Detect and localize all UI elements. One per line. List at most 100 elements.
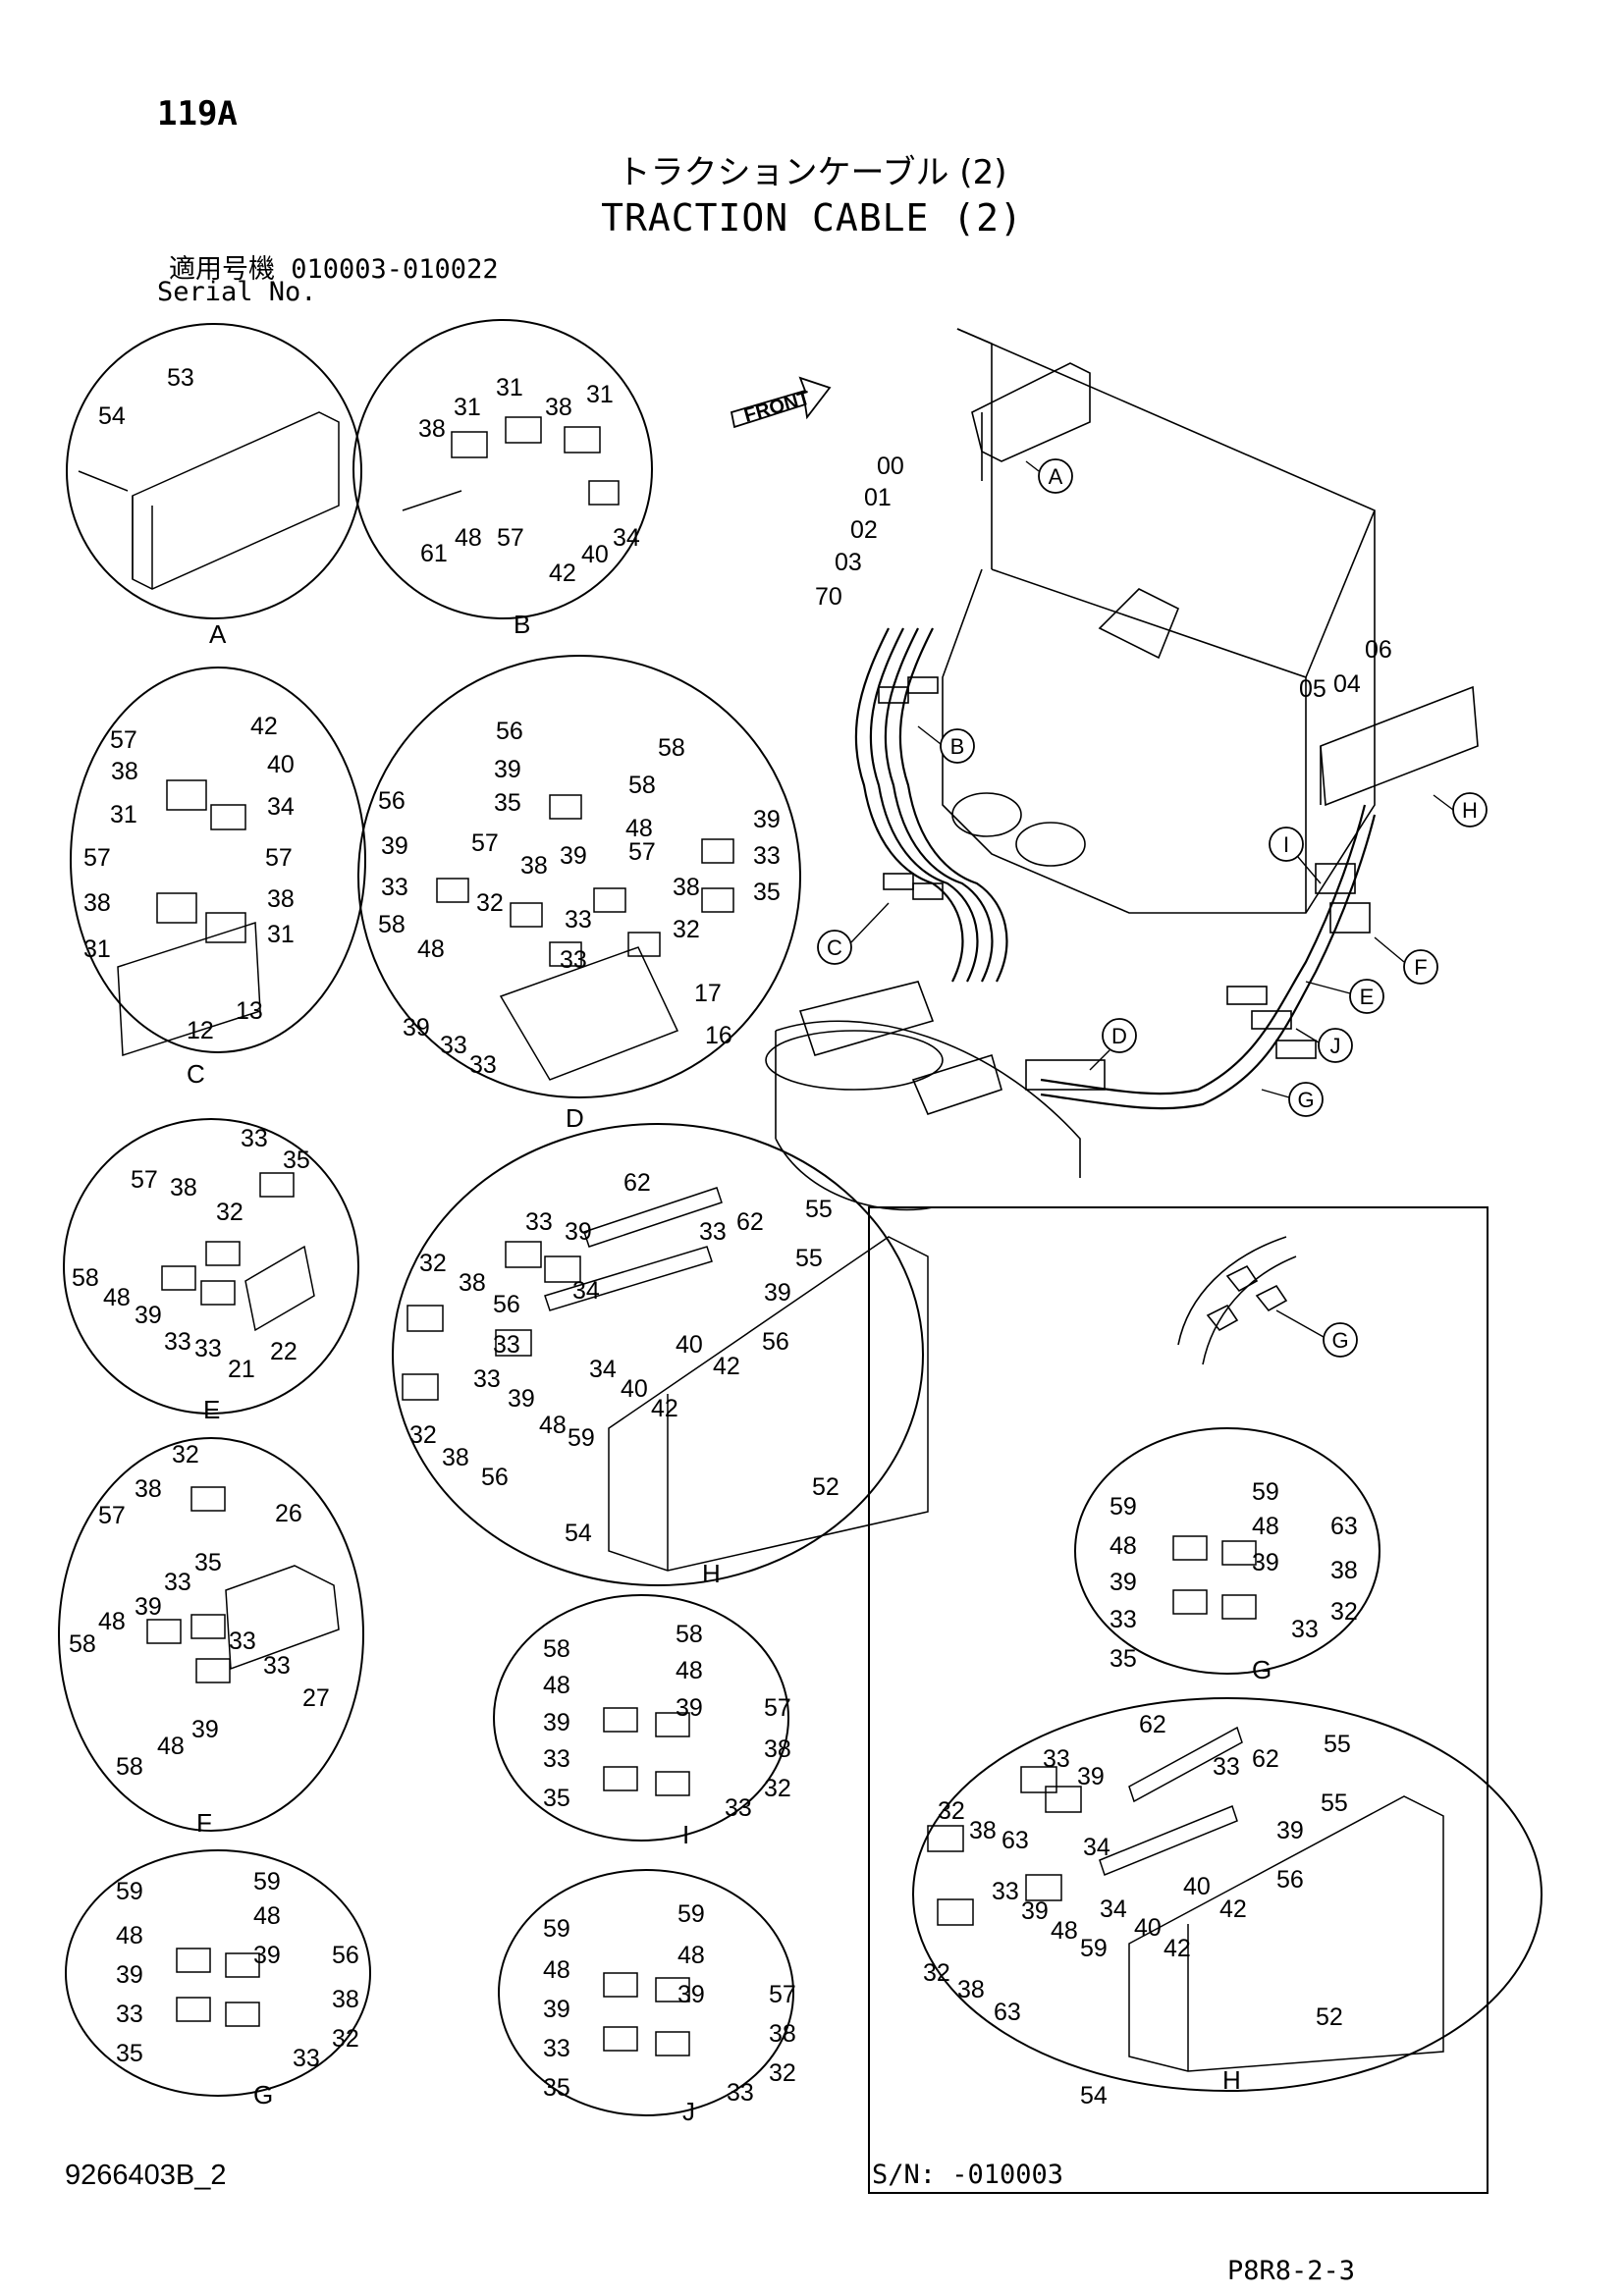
front-arrow [730,376,832,429]
svg-text:48: 48 [539,1412,567,1439]
detail-label-i: I [682,1820,689,1849]
svg-text:38: 38 [135,1475,162,1503]
title-japanese: トラクションケーブル (2) [617,153,1007,192]
svg-text:D: D [1111,1024,1127,1048]
svg-text:52: 52 [1316,2003,1343,2031]
detail-ellipse-f [58,1437,364,1832]
svg-text:52: 52 [812,1473,839,1501]
svg-text:57: 57 [98,1502,126,1529]
svg-text:40: 40 [581,541,609,568]
svg-text:32: 32 [923,1959,950,1987]
svg-text:G: G [1297,1088,1314,1112]
svg-text:31: 31 [496,374,523,401]
svg-text:33: 33 [116,2001,143,2028]
svg-text:33: 33 [725,1794,752,1822]
svg-text:A: A [1049,464,1063,489]
main-callout-letters: A B C D E F G H I J G [827,464,1478,1353]
svg-text:33: 33 [194,1335,222,1362]
svg-text:40: 40 [1134,1914,1162,1942]
svg-text:63: 63 [1330,1513,1358,1540]
svg-text:48: 48 [1110,1532,1137,1560]
svg-text:48: 48 [676,1657,703,1684]
svg-text:42: 42 [549,560,576,587]
detail-label-g-inset: G [1252,1655,1272,1684]
svg-text:38: 38 [83,889,111,917]
svg-text:63: 63 [994,1999,1021,2026]
svg-text:38: 38 [459,1269,486,1297]
svg-text:40: 40 [676,1331,703,1359]
detail-ellipse-j [498,1869,794,2116]
svg-text:31: 31 [83,935,111,963]
svg-text:53: 53 [167,364,194,392]
main-callout-leaders [850,460,1454,1338]
svg-text:39: 39 [1110,1569,1137,1596]
svg-text:31: 31 [586,381,614,408]
svg-text:58: 58 [543,1635,570,1663]
svg-text:33: 33 [753,842,781,870]
svg-text:34: 34 [1083,1834,1110,1861]
svg-text:33: 33 [1110,1606,1137,1633]
svg-text:59: 59 [1080,1935,1108,1962]
svg-text:34: 34 [267,793,295,821]
svg-text:54: 54 [565,1520,592,1547]
svg-text:32: 32 [216,1199,244,1226]
svg-text:34: 34 [1100,1896,1127,1923]
detail-ellipse-h-inset [912,1697,1543,2092]
svg-text:33: 33 [560,946,587,974]
svg-text:42: 42 [651,1395,678,1422]
svg-text:40: 40 [1183,1873,1211,1900]
motor-cylinder [775,1020,1081,1211]
svg-text:32: 32 [332,2025,359,2053]
callout-c [817,930,852,965]
svg-text:06: 06 [1365,636,1392,664]
svg-text:32: 32 [938,1797,965,1825]
svg-text:39: 39 [403,1014,430,1041]
svg-text:59: 59 [253,1868,281,1896]
svg-text:35: 35 [494,789,521,817]
svg-text:33: 33 [381,874,408,901]
svg-text:48: 48 [543,1672,570,1699]
svg-text:39: 39 [676,1694,703,1722]
svg-text:63: 63 [1001,1827,1029,1854]
callout-j [1318,1028,1353,1063]
svg-text:33: 33 [473,1365,501,1393]
svg-text:57: 57 [83,844,111,872]
svg-text:48: 48 [103,1284,131,1311]
svg-text:39: 39 [565,1218,592,1246]
svg-text:H: H [1462,798,1478,823]
svg-text:58: 58 [116,1753,143,1781]
svg-text:04: 04 [1333,670,1361,698]
svg-text:59: 59 [116,1878,143,1905]
svg-text:G: G [1331,1328,1348,1353]
svg-text:39: 39 [560,842,587,870]
detail-ellipse-c [70,667,366,1053]
svg-text:31: 31 [267,921,295,948]
svg-text:35: 35 [116,2040,143,2067]
svg-text:38: 38 [769,2020,796,2048]
svg-text:55: 55 [1324,1731,1351,1758]
svg-text:39: 39 [253,1942,281,1969]
svg-text:33: 33 [293,2045,320,2072]
svg-text:33: 33 [543,1745,570,1773]
svg-text:38: 38 [267,885,295,913]
svg-text:32: 32 [1330,1598,1358,1626]
serial-label-english: Serial No. [157,277,317,307]
svg-text:27: 27 [302,1684,330,1712]
svg-text:58: 58 [378,911,406,938]
detail-circle-b [352,319,653,619]
svg-text:38: 38 [545,394,572,421]
svg-text:48: 48 [625,815,653,842]
svg-text:38: 38 [957,1976,985,2003]
svg-text:56: 56 [496,718,523,745]
svg-text:33: 33 [229,1628,256,1655]
svg-text:35: 35 [543,2074,570,2102]
svg-text:34: 34 [572,1277,600,1305]
svg-text:48: 48 [677,1942,705,1969]
svg-text:33: 33 [565,906,592,934]
svg-text:70: 70 [815,583,842,611]
svg-text:33: 33 [440,1032,467,1059]
svg-text:38: 38 [1330,1557,1358,1584]
svg-text:33: 33 [543,2035,570,2062]
svg-text:42: 42 [713,1353,740,1380]
